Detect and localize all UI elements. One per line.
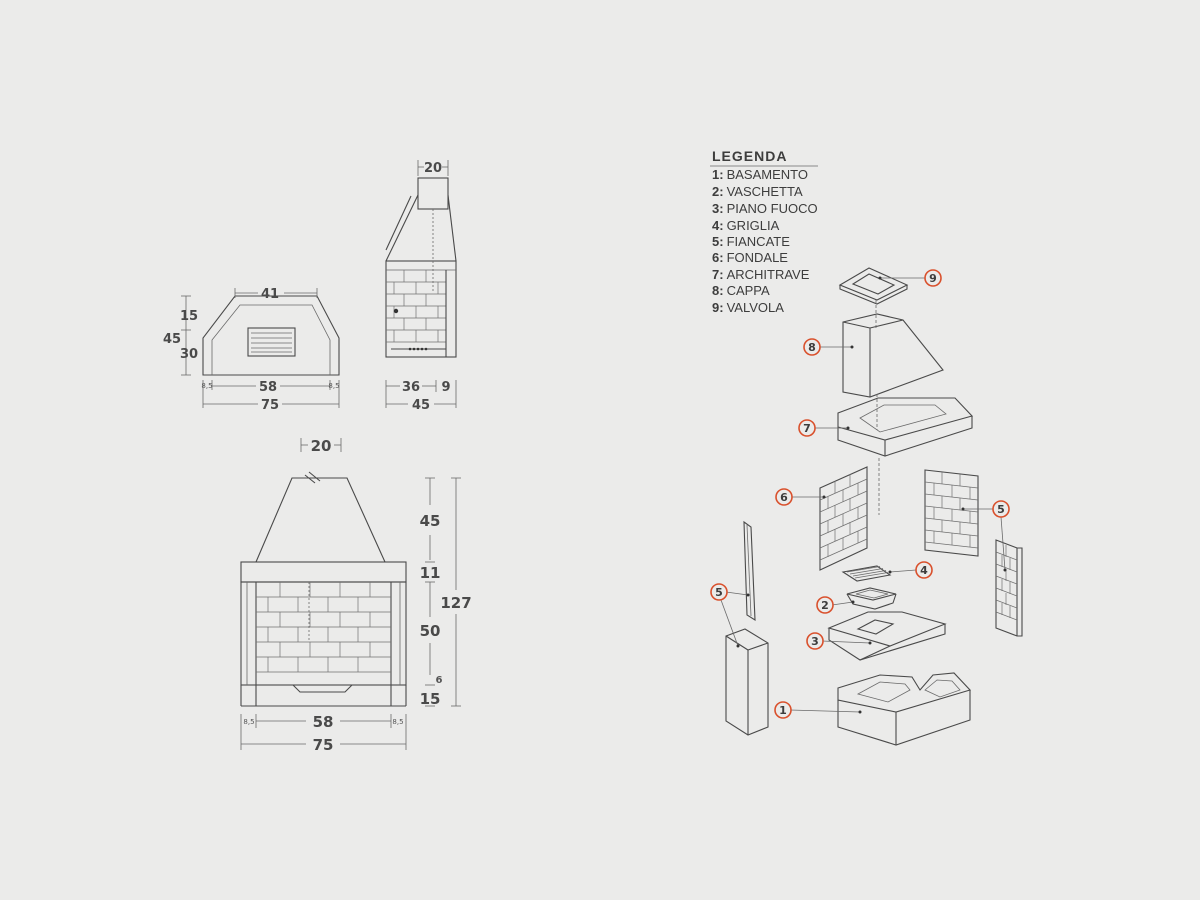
svg-text:5: 5 <box>997 503 1005 516</box>
side-dim-36: 36 <box>402 380 420 395</box>
front-dim-11: 11 <box>420 564 441 582</box>
chains <box>875 300 880 515</box>
front-dim-15: 15 <box>420 690 441 708</box>
part-valvola <box>838 267 909 305</box>
legend-item-5: 5:FIANCATE <box>712 234 790 249</box>
callout-4: 4 <box>915 561 933 579</box>
svg-text:7: 7 <box>803 422 811 435</box>
side-dim-9: 9 <box>441 380 450 395</box>
legend-item-3: 3:PIANO FUOCO <box>712 201 818 216</box>
legend: LEGENDA 1:BASAMENTO 2:VASCHETTA 3:PIANO … <box>710 148 818 315</box>
top-dim-15: 15 <box>180 309 198 324</box>
front-view: 20 45 11 50 6 15 127 8,5 58 8,5 75 <box>240 437 472 754</box>
callout-8: 8 <box>803 338 821 356</box>
front-dim-8-5-left: 8,5 <box>243 718 254 726</box>
part-fiancata-right-back <box>924 469 979 557</box>
top-dim-58: 58 <box>259 380 277 395</box>
side-dim-20: 20 <box>424 161 442 176</box>
front-dim-8-5-right: 8,5 <box>392 718 403 726</box>
callout-9: 9 <box>924 269 942 287</box>
side-dim-45: 45 <box>412 398 430 413</box>
top-dim-45: 45 <box>163 332 181 347</box>
front-dim-20: 20 <box>311 437 332 455</box>
front-dim-127: 127 <box>440 594 471 612</box>
top-dim-41: 41 <box>261 287 279 302</box>
front-dim-6: 6 <box>436 675 443 686</box>
part-piano-fuoco <box>827 611 947 661</box>
legend-item-4: 4:GRIGLIA <box>712 218 780 233</box>
part-griglia <box>841 565 892 582</box>
callout-2: 2 <box>816 596 834 614</box>
part-architrave <box>837 397 974 457</box>
exploded-view: 9 8 7 6 5 4 2 3 1 5 <box>710 267 1023 746</box>
svg-text:4: 4 <box>920 564 928 577</box>
svg-text:9: 9 <box>929 272 937 285</box>
callout-1: 1 <box>774 701 792 719</box>
top-dim-30: 30 <box>180 347 198 362</box>
top-dim-8-5-left: 8,5 <box>201 382 212 390</box>
part-cappa <box>842 313 944 398</box>
part-fiancata-left-front <box>725 628 769 736</box>
svg-text:8: 8 <box>808 341 816 354</box>
side-view: 20 36 9 45 <box>385 160 457 413</box>
part-fiancata-right-front <box>995 539 1023 637</box>
svg-text:2: 2 <box>821 599 829 612</box>
legend-title: LEGENDA <box>712 148 787 164</box>
callout-5-right: 5 <box>992 500 1010 518</box>
svg-text:1: 1 <box>779 704 787 717</box>
legend-item-1: 1:BASAMENTO <box>712 167 808 182</box>
svg-text:5: 5 <box>715 586 723 599</box>
legend-item-8: 8:CAPPA <box>712 283 770 298</box>
part-vaschetta <box>846 587 897 610</box>
part-basamento <box>837 672 972 746</box>
legend-item-2: 2:VASCHETTA <box>712 184 803 199</box>
top-dim-75: 75 <box>261 398 279 413</box>
part-fondale <box>819 466 868 571</box>
front-view-bricks <box>256 582 391 673</box>
legend-item-6: 6:FONDALE <box>712 250 788 265</box>
svg-text:6: 6 <box>780 491 788 504</box>
top-view-vent-grille <box>247 327 296 357</box>
top-dim-8-5-right: 8,5 <box>328 382 339 390</box>
callout-7: 7 <box>798 419 816 437</box>
top-view: 41 15 45 30 8,5 58 8,5 75 <box>163 287 340 413</box>
front-dim-50: 50 <box>420 622 441 640</box>
callout-5-left: 5 <box>710 583 728 601</box>
front-dim-58: 58 <box>313 713 334 731</box>
front-dim-45: 45 <box>420 512 441 530</box>
legend-item-7: 7:ARCHITRAVE <box>712 267 810 282</box>
callout-3: 3 <box>806 632 824 650</box>
callout-6: 6 <box>775 488 793 506</box>
legend-item-9: 9:VALVOLA <box>712 300 784 315</box>
front-dim-75: 75 <box>313 736 334 754</box>
svg-text:3: 3 <box>811 635 819 648</box>
part-fiancata-left-back <box>743 520 756 622</box>
